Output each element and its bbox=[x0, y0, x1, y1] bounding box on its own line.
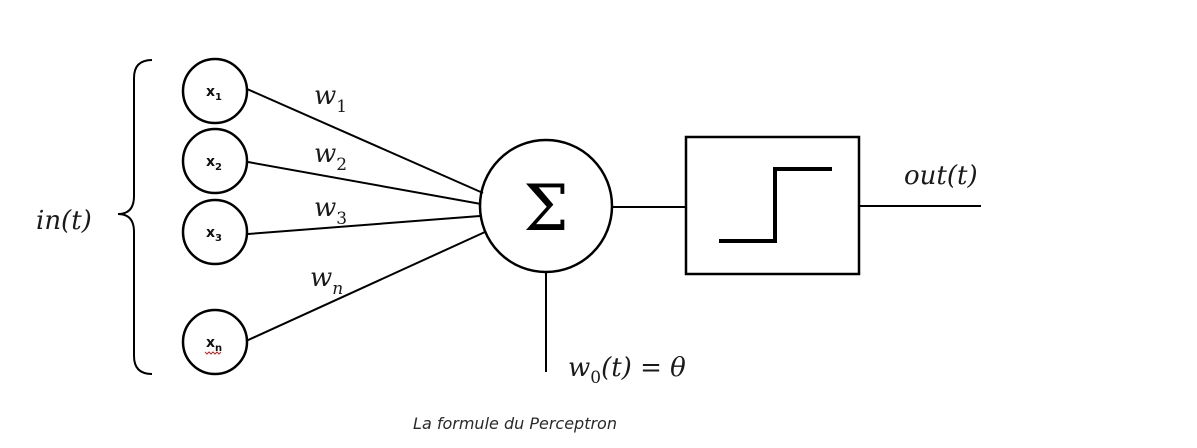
weight-label-2: w2 bbox=[314, 139, 347, 175]
spellcheck-squiggle bbox=[204, 351, 222, 355]
weight-label-3: w3 bbox=[314, 193, 347, 229]
connection-line-n bbox=[245, 231, 486, 342]
activation-box bbox=[684, 135, 861, 276]
output-label: out(t) bbox=[904, 161, 978, 191]
input-brace bbox=[117, 59, 153, 375]
input-group-label: in(t) bbox=[36, 206, 92, 236]
svg-text:x1: x1 bbox=[206, 84, 222, 103]
weight-label-n: wn bbox=[310, 263, 343, 299]
input-node-3: x3 bbox=[181, 198, 249, 266]
bias-label: w0(t) = θ bbox=[568, 353, 686, 388]
svg-text:x2: x2 bbox=[206, 154, 222, 173]
svg-text:x3: x3 bbox=[206, 225, 222, 244]
input-node-1: x1 bbox=[181, 57, 249, 125]
svg-text:xn: xn bbox=[206, 335, 222, 354]
figure-caption: La formule du Perceptron bbox=[413, 414, 617, 433]
connection-line-2 bbox=[247, 161, 482, 205]
weight-label-1: w1 bbox=[314, 81, 347, 117]
summation-symbol: Σ bbox=[523, 172, 568, 246]
step-function-icon bbox=[719, 167, 832, 243]
input-node-2: x2 bbox=[181, 127, 249, 195]
input-node-n: xn bbox=[181, 308, 249, 376]
connection-line-3 bbox=[247, 215, 481, 235]
connection-line-1 bbox=[246, 88, 484, 194]
